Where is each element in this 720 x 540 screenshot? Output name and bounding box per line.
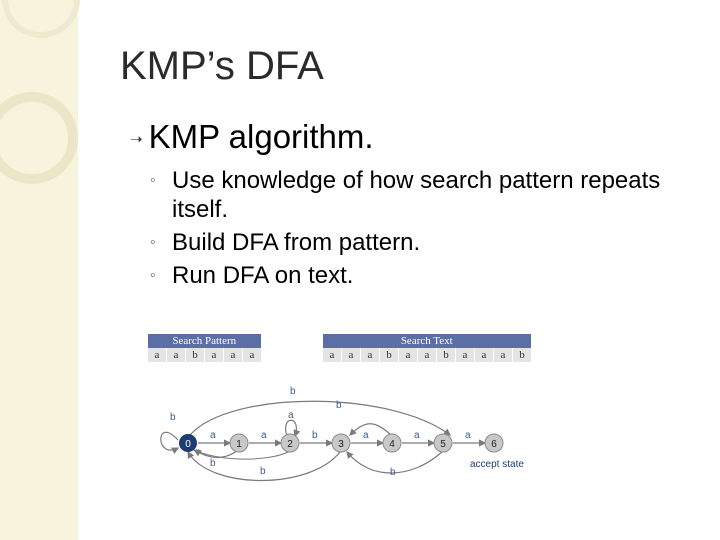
dfa-state-3: 3 (331, 433, 351, 453)
dfa-state-1: 1 (229, 433, 249, 453)
text-char: a (360, 348, 380, 362)
dfa-self-loop-2 (285, 419, 301, 438)
dfa-edge-label: a (288, 410, 294, 421)
dfa-edge-label: a (363, 430, 369, 441)
dfa-state-label: 3 (338, 439, 344, 450)
pattern-char: a (204, 348, 224, 362)
dfa-state-label: 4 (389, 439, 395, 450)
dfa-edge-4-3 (349, 423, 392, 436)
sub-bullet-ring-icon: ◦ (150, 172, 156, 189)
sub-bullet-list: ◦ Use knowledge of how search pattern rep… (150, 166, 690, 290)
dfa-state-label: 1 (236, 439, 242, 450)
dfa-edge-5-3 (346, 451, 443, 474)
sub-bullet: ◦ Build DFA from pattern. (150, 228, 690, 257)
text-char: a (398, 348, 418, 362)
text-char: a (417, 348, 437, 362)
search-pattern-header: Search Pattern (147, 334, 261, 348)
text-char: a (493, 348, 513, 362)
text-char: a (341, 348, 361, 362)
dfa-state-4: 4 (382, 433, 402, 453)
dfa-edge-label: a (210, 430, 216, 441)
dfa-edge-label: b (290, 386, 296, 397)
accept-state-label: accept state (470, 459, 524, 470)
dfa-edge-label: a (465, 430, 471, 441)
sub-bullet-ring-icon: ◦ (150, 267, 156, 284)
text-char: a (455, 348, 475, 362)
dfa-state-2: 2 (280, 433, 300, 453)
dfa-edge-label: b (260, 466, 266, 477)
pattern-char: b (185, 348, 205, 362)
dfa-state-label: 0 (185, 439, 191, 450)
dfa-edge-3-0 (187, 450, 341, 482)
dfa-edge-label: a (261, 430, 267, 441)
bullet-arrow-icon: ➝ (130, 131, 143, 149)
text-char: a (322, 348, 342, 362)
dfa-state-5: 5 (433, 433, 453, 453)
slide-title: KMP’s DFA (120, 44, 324, 88)
dfa-edge-label: a (414, 430, 420, 441)
dfa-edge-label: b (170, 412, 176, 423)
sub-bullet-text: Build DFA from pattern. (172, 229, 421, 256)
dfa-state-label: 5 (440, 439, 446, 450)
dfa-state-6: 6 (484, 433, 504, 453)
sub-bullet: ◦ Use knowledge of how search pattern rep… (150, 166, 690, 224)
dfa-edge-label: b (210, 458, 216, 469)
side-decoration-band (0, 0, 78, 540)
dfa-state-label: 6 (491, 439, 497, 450)
text-char: a (474, 348, 494, 362)
text-char: b (379, 348, 399, 362)
pattern-char: a (166, 348, 186, 362)
main-bullet-text: KMP algorithm. (148, 118, 374, 155)
dfa-edge-label: b (312, 430, 318, 441)
sub-bullet: ◦ Run DFA on text. (150, 261, 690, 290)
dfa-state-0: 0 (179, 434, 197, 452)
search-text-table: Search Text a a a b a a b a a a b (322, 334, 531, 362)
search-pattern-table: Search Pattern a a b a a a (147, 334, 261, 362)
text-char: b (436, 348, 456, 362)
text-char: b (512, 348, 531, 362)
pattern-char: a (223, 348, 243, 362)
sub-bullet-ring-icon: ◦ (150, 234, 156, 251)
pattern-char: a (242, 348, 261, 362)
dfa-edge-top (189, 400, 451, 436)
dfa-edge-label: b (390, 467, 396, 478)
dfa-diagram: b b a a a b a a a b b b b b 0 1 2 3 4 (160, 386, 524, 482)
sub-bullet-text: Use knowledge of how search pattern repe… (172, 167, 661, 223)
dfa-edge-label: b (336, 400, 342, 411)
search-text-header: Search Text (322, 334, 531, 348)
pattern-char: a (147, 348, 167, 362)
dfa-edge-2-0 (193, 449, 291, 460)
sub-bullet-text: Run DFA on text. (172, 262, 354, 289)
main-bullet: ➝ KMP algorithm. (130, 118, 374, 156)
decorative-ring (0, 92, 78, 184)
dfa-self-loop-0 (160, 431, 180, 454)
dfa-state-label: 2 (287, 439, 293, 450)
